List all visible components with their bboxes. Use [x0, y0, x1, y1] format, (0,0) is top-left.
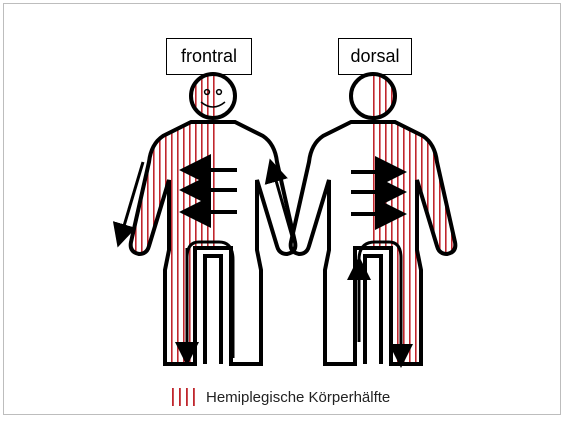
front-figure — [113, 48, 295, 378]
legend: Hemiplegische Körperhälfte — [170, 386, 390, 408]
front-leg-inner — [205, 256, 221, 364]
back-leg-inner — [365, 256, 381, 364]
back-figure — [291, 48, 473, 378]
legend-label: Hemiplegische Körperhälfte — [206, 389, 390, 406]
legend-stripe-icon — [170, 388, 200, 406]
front-eye-right — [217, 90, 222, 95]
